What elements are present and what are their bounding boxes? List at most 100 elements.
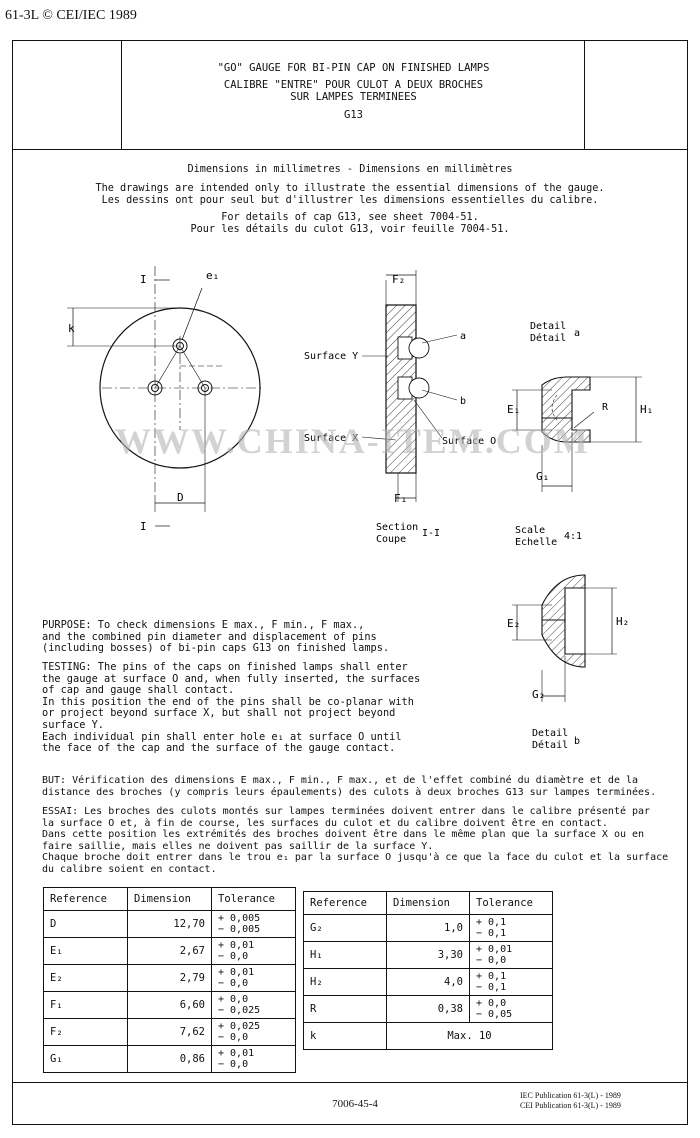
tol-plus: + 0,01 xyxy=(218,1048,255,1059)
title-divider-left xyxy=(121,40,122,150)
label-scale: Scale xyxy=(515,525,545,536)
cell-dim: 12,70 xyxy=(127,910,212,938)
table-row: D 12,70 + 0,005− 0,005 xyxy=(43,910,296,938)
dimensions-table-2: Reference Dimension Tolerance G₂ 1,0 + 0… xyxy=(303,891,553,1050)
cell-tol: + 0,01− 0,0 xyxy=(211,937,296,965)
table-row: R 0,38 + 0,0− 0,05 xyxy=(303,995,553,1023)
cell-dim: 3,30 xyxy=(386,941,470,969)
dimensions-note: Dimensions in millimetres - Dimensions e… xyxy=(187,164,513,175)
drawings-note-en: The drawings are intended only to illust… xyxy=(95,183,605,194)
cell-ref: k xyxy=(303,1022,387,1050)
cell-dim: 2,79 xyxy=(127,964,212,992)
tol-plus: + 0,01 xyxy=(476,944,513,955)
tol-plus: + 0,0 xyxy=(476,998,507,1009)
label-h2: H₂ xyxy=(616,615,629,628)
cell-ref: H₁ xyxy=(303,941,387,969)
details-note-fr: Pour les détails du culot G13, voir feui… xyxy=(190,224,510,235)
cell-k-value: Max. 10 xyxy=(386,1022,553,1050)
title-line-1: "GO" GAUGE FOR BI-PIN CAP ON FINISHED LA… xyxy=(217,62,490,74)
cell-tol: + 0,01− 0,0 xyxy=(211,964,296,992)
label-section-id: I-I xyxy=(422,528,440,539)
cell-ref: F₁ xyxy=(43,991,128,1019)
label-k: k xyxy=(68,322,75,335)
tol-minus: − 0,0 xyxy=(218,1032,249,1043)
cell-ref: H₂ xyxy=(303,968,387,996)
tol-minus: − 0,005 xyxy=(218,924,261,935)
tol-minus: − 0,05 xyxy=(476,1009,513,1020)
label-surface-y: Surface Y xyxy=(304,351,358,362)
table-row: E₂ 2,79 + 0,01− 0,0 xyxy=(43,964,296,992)
label-i-bottom: I xyxy=(140,520,147,533)
cell-ref: R xyxy=(303,995,387,1023)
detail-a-letter: a xyxy=(574,328,580,339)
title-block: "GO" GAUGE FOR BI-PIN CAP ON FINISHED LA… xyxy=(122,40,585,150)
testing-en: TESTING: The pins of the caps on finishe… xyxy=(42,661,421,755)
label-i-top: I xyxy=(140,273,147,286)
table-row: k Max. 10 xyxy=(303,1022,553,1050)
header-tolerance: Tolerance xyxy=(211,887,296,911)
drawings-note-fr: Les dessins ont pour seul but d'illustre… xyxy=(101,195,599,206)
cell-dim: 2,67 xyxy=(127,937,212,965)
purpose-en: PURPOSE: To check dimensions E max., F m… xyxy=(42,619,390,655)
cell-dim: 4,0 xyxy=(386,968,470,996)
tol-minus: − 0,025 xyxy=(218,1005,261,1016)
tol-plus: + 0,01 xyxy=(218,967,255,978)
cell-dim: 1,0 xyxy=(386,914,470,942)
gauge-front-view xyxy=(67,266,262,527)
cell-dim: 6,60 xyxy=(127,991,212,1019)
label-f2: F₂ xyxy=(392,273,405,286)
table-row: F₂ 7,62 + 0,025− 0,0 xyxy=(43,1018,296,1046)
but-fr: BUT: Vérification des dimensions E max.,… xyxy=(42,775,657,798)
publication-ref-en: IEC Publication 61-3(L) - 1989 xyxy=(520,1091,621,1100)
tol-minus: − 0,0 xyxy=(218,1059,249,1070)
cell-tol: + 0,01− 0,0 xyxy=(211,1045,296,1073)
label-h1: H₁ xyxy=(640,403,653,416)
footer-divider xyxy=(12,1082,688,1083)
tol-plus: + 0,01 xyxy=(218,940,255,951)
cell-ref: F₂ xyxy=(43,1018,128,1046)
title-line-4: G13 xyxy=(344,109,363,121)
table-header-row: Reference Dimension Tolerance xyxy=(43,887,296,911)
tol-plus: + 0,025 xyxy=(218,1021,261,1032)
publication-ref: IEC Publication 61-3(L) - 1989 CEI Publi… xyxy=(520,1091,621,1111)
tol-plus: + 0,1 xyxy=(476,917,507,928)
header-reference: Reference xyxy=(303,891,387,915)
dimensions-table-1: Reference Dimension Tolerance D 12,70 + … xyxy=(43,887,296,1073)
detail-b-title-2: Détail xyxy=(532,739,568,751)
cell-ref: E₁ xyxy=(43,937,128,965)
label-b: b xyxy=(460,396,466,407)
tol-minus: − 0,0 xyxy=(218,978,249,989)
gauge-section-view xyxy=(361,270,458,502)
cell-tol: + 0,01− 0,0 xyxy=(469,941,553,969)
label-g1: G₁ xyxy=(536,470,549,483)
detail-b-drawing xyxy=(512,574,617,702)
watermark: WWW.CHINA-ITEM.COM xyxy=(115,421,590,461)
label-echelle: Echelle xyxy=(515,537,557,548)
detail-a-drawing xyxy=(512,376,642,492)
cell-ref: D xyxy=(43,910,128,938)
label-e1: e₁ xyxy=(206,269,219,282)
title-line-3: SUR LAMPES TERMINEES xyxy=(290,91,417,103)
detail-b-title-1: Detail xyxy=(532,728,568,739)
label-surface-o: Surface O xyxy=(442,436,496,447)
label-d: D xyxy=(177,491,184,504)
cell-tol: + 0,005− 0,005 xyxy=(211,910,296,938)
title-row xyxy=(12,40,688,150)
tol-minus: − 0,1 xyxy=(476,928,507,939)
detail-a-title-1: Detail xyxy=(530,321,566,332)
details-note-en: For details of cap G13, see sheet 7004-5… xyxy=(221,212,479,223)
cell-ref: E₂ xyxy=(43,964,128,992)
label-r: R xyxy=(602,402,609,413)
header-code: 61-3L © CEI/IEC 1989 xyxy=(5,8,137,23)
tol-plus: + 0,1 xyxy=(476,971,507,982)
cell-tol: + 0,025− 0,0 xyxy=(211,1018,296,1046)
label-section: Section xyxy=(376,522,418,533)
label-surface-x: Surface X xyxy=(304,433,358,444)
technical-drawings: I e₁ k D I F₂ F₁ Surface Y Surface X Sur… xyxy=(67,266,653,751)
header-dimension: Dimension xyxy=(127,887,212,911)
table-row: E₁ 2,67 + 0,01− 0,0 xyxy=(43,937,296,965)
cell-dim: 0,86 xyxy=(127,1045,212,1073)
header-reference: Reference xyxy=(43,887,128,911)
cell-dim: 7,62 xyxy=(127,1018,212,1046)
publication-ref-fr: CEI Publication 61-3(L) - 1989 xyxy=(520,1101,621,1110)
